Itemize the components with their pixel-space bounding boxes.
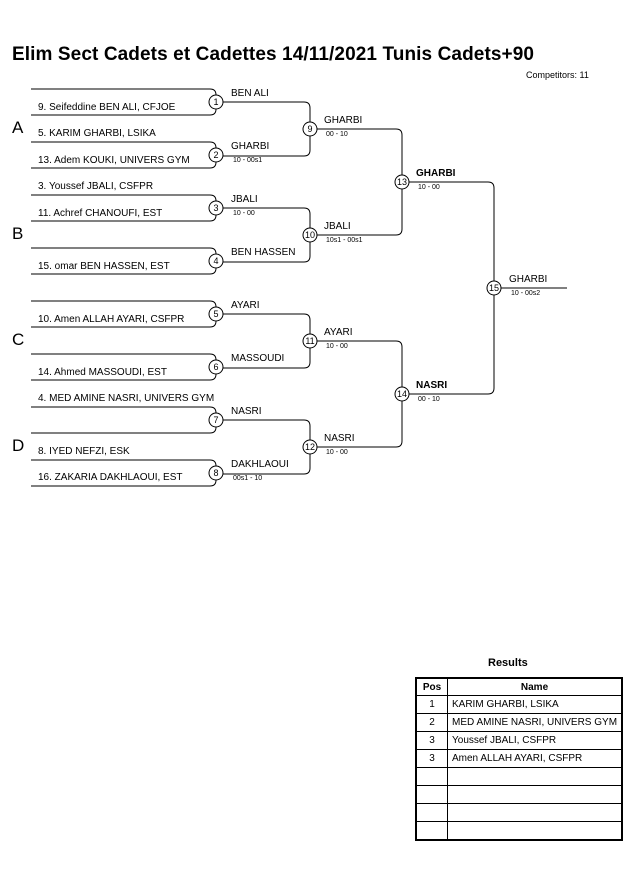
entry-name: 15. omar BEN HASSEN, EST xyxy=(38,261,170,272)
result-pos xyxy=(415,785,448,804)
results-col-name: Name xyxy=(447,677,623,696)
event-title: Elim Sect Cadets et Cadettes 14/11/2021 … xyxy=(12,44,535,65)
table-row: 3 Amen ALLAH AYARI, CSFPR xyxy=(415,749,623,768)
final-score: 10 - 00s2 xyxy=(511,290,541,297)
match-number: 14 xyxy=(396,389,407,399)
entry-name: 4. MED AMINE NASRI, UNIVERS GYM xyxy=(38,393,215,404)
entry-name: 16. ZAKARIA DAKHLAOUI, EST xyxy=(38,472,183,483)
pool-label-c: C xyxy=(12,330,25,349)
match-winner: AYARI xyxy=(324,327,353,338)
table-row xyxy=(415,821,623,841)
result-name: Youssef JBALI, CSFPR xyxy=(447,731,623,750)
result-name xyxy=(447,821,623,841)
match-number: 6 xyxy=(213,362,219,372)
match-winner: GHARBI xyxy=(416,168,456,179)
match-winner: AYARI xyxy=(231,300,260,311)
table-row xyxy=(415,785,623,804)
match-score: 10 - 00 xyxy=(326,449,348,456)
pool-label-a: A xyxy=(12,118,24,137)
results-table: Pos Name 1 KARIM GHARBI, LSIKA 2 MED AMI… xyxy=(415,677,624,841)
match-winner: JBALI xyxy=(324,221,351,232)
match-score: 10 - 00 xyxy=(233,210,255,217)
result-pos: 3 xyxy=(415,731,448,750)
final-winner: GHARBI xyxy=(509,274,548,285)
results-heading: Results xyxy=(488,657,528,669)
result-name: MED AMINE NASRI, UNIVERS GYM xyxy=(447,713,623,732)
table-row: 2 MED AMINE NASRI, UNIVERS GYM xyxy=(415,713,623,732)
match-winner: GHARBI xyxy=(231,141,270,152)
match-number: 9 xyxy=(307,124,313,134)
results-col-pos: Pos xyxy=(415,677,448,696)
match-number: 10 xyxy=(304,230,315,240)
pool-label-b: B xyxy=(12,224,24,243)
match-winner: NASRI xyxy=(324,433,355,444)
match-number: 2 xyxy=(213,150,219,160)
match-winner: GHARBI xyxy=(324,115,363,126)
entry-name: 10. Amen ALLAH AYARI, CSFPR xyxy=(38,314,185,325)
result-name: Amen ALLAH AYARI, CSFPR xyxy=(447,749,623,768)
entry-name: 13. Adem KOUKI, UNIVERS GYM xyxy=(38,155,190,166)
match-number: 1 xyxy=(213,97,219,107)
match-winner: BEN HASSEN xyxy=(231,247,296,258)
match-number: 15 xyxy=(488,283,499,293)
match-winner: DAKHLAOUI xyxy=(231,459,289,470)
result-name xyxy=(447,803,623,822)
table-row: 3 Youssef JBALI, CSFPR xyxy=(415,731,623,750)
match-winner: NASRI xyxy=(231,406,262,417)
match-score: 00 - 10 xyxy=(326,131,348,138)
match-winner: BEN ALI xyxy=(231,88,269,99)
match-number: 8 xyxy=(213,468,219,478)
entry-name: 3. Youssef JBALI, CSFPR xyxy=(38,181,154,192)
result-name: KARIM GHARBI, LSIKA xyxy=(447,695,623,714)
table-row xyxy=(415,767,623,786)
match-number: 7 xyxy=(213,415,219,425)
result-name xyxy=(447,785,623,804)
result-pos: 2 xyxy=(415,713,448,732)
match-score: 00 - 10 xyxy=(418,396,440,403)
match-number: 11 xyxy=(305,336,315,346)
competitors-count: Competitors: 11 xyxy=(526,70,589,80)
match-score: 10 - 00s1 xyxy=(233,157,263,164)
result-pos xyxy=(415,821,448,841)
result-pos: 1 xyxy=(415,695,448,714)
match-score: 10 - 00 xyxy=(326,343,348,350)
match-number: 4 xyxy=(213,256,219,266)
table-row xyxy=(415,803,623,822)
entry-name: 14. Ahmed MASSOUDI, EST xyxy=(38,367,167,378)
table-row: 1 KARIM GHARBI, LSIKA xyxy=(415,695,623,714)
entry-name: 9. Seifeddine BEN ALI, CFJOE xyxy=(38,102,176,113)
match-number: 12 xyxy=(304,442,315,452)
pool-label-d: D xyxy=(12,436,25,455)
result-pos xyxy=(415,767,448,786)
result-name xyxy=(447,767,623,786)
match-winner: JBALI xyxy=(231,194,258,205)
entry-name: 11. Achref CHANOUFI, EST xyxy=(38,208,163,219)
match-score: 10s1 - 00s1 xyxy=(326,237,363,244)
entry-name: 8. IYED NEFZI, ESK xyxy=(38,446,130,457)
match-winner: NASRI xyxy=(416,380,448,391)
match-score: 10 - 00 xyxy=(418,184,440,191)
match-number: 3 xyxy=(213,203,219,213)
result-pos: 3 xyxy=(415,749,448,768)
match-score: 00s1 - 10 xyxy=(233,475,263,482)
result-pos xyxy=(415,803,448,822)
entry-name: 5. KARIM GHARBI, LSIKA xyxy=(38,128,156,139)
match-winner: MASSOUDI xyxy=(231,353,285,364)
match-number: 13 xyxy=(396,177,407,187)
match-number: 5 xyxy=(213,309,219,319)
